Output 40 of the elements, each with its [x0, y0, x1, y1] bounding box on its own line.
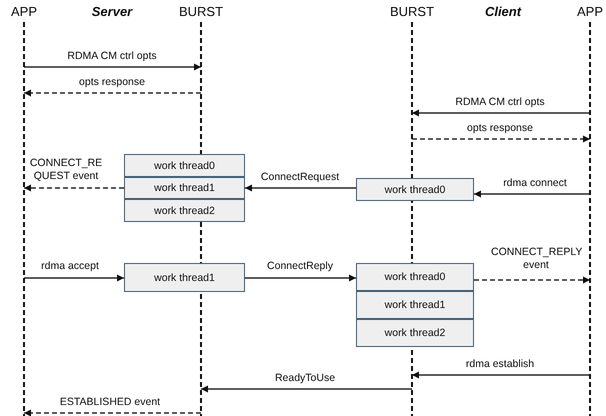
lifeline-header: APP	[11, 4, 37, 19]
lifeline-header: BURST	[390, 4, 434, 19]
edge-label: rdma accept	[41, 260, 99, 272]
message-arrow	[24, 410, 201, 416]
thread-box: work thread1	[124, 177, 245, 199]
message-arrow	[474, 190, 590, 198]
thread-box: work thread0	[356, 178, 474, 201]
edge-label: CONNECT_REPLY event	[491, 246, 582, 271]
edge-label: RDMA CM ctrl opts	[455, 96, 545, 108]
edge-label: ESTABLISHED event	[60, 396, 160, 408]
edge-label: rdma connect	[503, 177, 567, 189]
message-arrow	[24, 184, 124, 192]
message-arrow	[245, 184, 356, 192]
edge-label: rdma establish	[466, 358, 534, 370]
message-arrow	[24, 90, 201, 96]
thread-box: work thread0	[356, 263, 474, 291]
edge-label: RDMA CM ctrl opts	[67, 50, 157, 62]
thread-box: work thread2	[356, 319, 474, 347]
side-title: Client	[484, 4, 522, 19]
side-title: Server	[92, 4, 132, 19]
message-arrow	[24, 64, 201, 70]
thread-box: work thread2	[124, 199, 245, 222]
lifeline-header: APP	[577, 4, 603, 19]
edge-label: CONNECT_RE QUEST event	[30, 157, 102, 182]
message-arrow	[412, 110, 590, 116]
message-arrow	[412, 136, 590, 142]
message-arrow	[245, 274, 356, 282]
message-arrow	[201, 386, 412, 392]
edge-label: ConnectRequest	[260, 171, 340, 183]
message-arrow	[412, 372, 590, 378]
edge-label: opts response	[79, 76, 145, 88]
lifeline-header: BURST	[178, 4, 224, 19]
thread-box: work thread1	[124, 263, 245, 292]
message-arrow	[24, 274, 124, 282]
edge-label: opts response	[467, 122, 533, 134]
edge-label: ReadyToUse	[274, 372, 336, 384]
message-arrow	[474, 276, 590, 284]
edge-label: ConnectReply	[267, 260, 333, 272]
thread-box: work thread1	[356, 291, 474, 319]
thread-box: work thread0	[124, 154, 245, 177]
